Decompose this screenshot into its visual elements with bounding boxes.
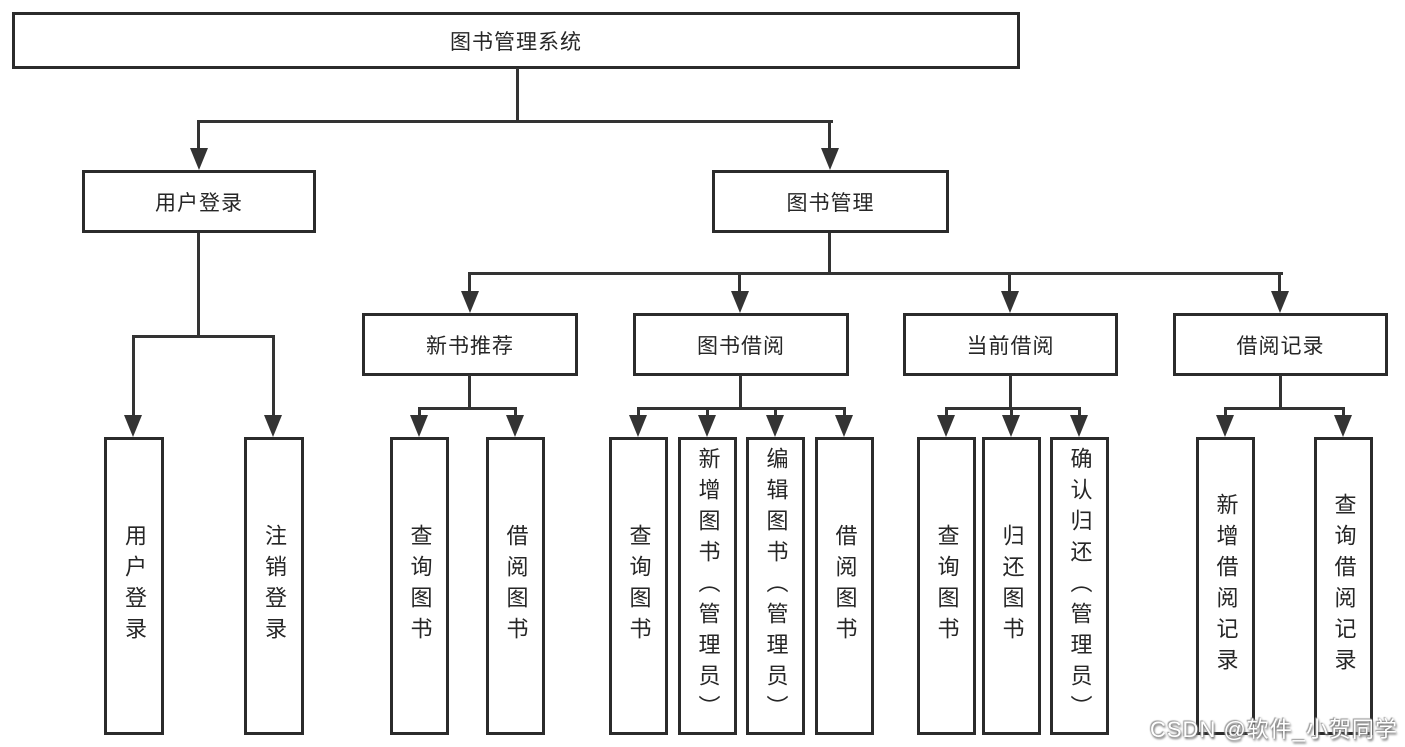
connector-line [468,375,471,407]
arrow-down-icon [190,148,208,170]
connector-line [1010,407,1013,417]
connector-line [132,335,275,338]
leaf-edit-book-admin: 编辑图书（管理员） [746,437,805,735]
connector-line [1224,407,1227,417]
connector-line [706,407,709,417]
connector-line [637,407,845,410]
connector-line [197,233,200,335]
arrow-down-icon [731,291,749,313]
arrow-down-icon [698,415,716,437]
leaf-borrow-books-recommend: 借阅图书 [486,437,545,735]
leaf-query-books-current: 查询图书 [917,437,976,735]
arrow-down-icon [821,148,839,170]
leaf-query-books-borrowing: 查询图书 [609,437,668,735]
leaf-return-books: 归还图书 [982,437,1041,735]
node-library-system: 图书管理系统 [12,12,1020,69]
connector-line [197,120,200,150]
arrow-down-icon [835,415,853,437]
leaf-add-borrow-record: 新增借阅记录 [1196,437,1255,735]
leaf-logout: 注销登录 [244,437,304,735]
leaf-query-books-recommend: 查询图书 [390,437,449,735]
connector-line [738,272,741,293]
node-new-book-recommend: 新书推荐 [362,313,578,376]
connector-line [843,407,846,417]
arrow-down-icon [1002,415,1020,437]
watermark: CSDN @软件_小贺同学 [1150,717,1399,742]
connector-line [516,68,519,120]
arrow-down-icon [264,415,282,437]
connector-line [1078,407,1081,417]
connector-line [1008,272,1011,293]
node-user-login: 用户登录 [82,170,316,233]
arrow-down-icon [1271,291,1289,313]
connector-line [637,407,640,417]
arrow-down-icon [937,415,955,437]
connector-line [1278,272,1281,293]
node-current-borrowing: 当前借阅 [903,313,1118,376]
leaf-confirm-return-admin: 确认归还（管理员） [1050,437,1109,735]
connector-line [132,335,135,417]
connector-line [1009,375,1012,407]
leaf-add-book-admin: 新增图书（管理员） [678,437,737,735]
connector-line [828,120,831,150]
arrow-down-icon [1001,291,1019,313]
connector-line [774,407,777,417]
arrow-down-icon [410,415,428,437]
connector-line [514,407,517,417]
connector-line [418,407,421,417]
arrow-down-icon [1334,415,1352,437]
node-borrowing-records: 借阅记录 [1173,313,1388,376]
connector-line [828,233,831,272]
arrow-down-icon [766,415,784,437]
connector-line [1279,375,1282,407]
arrow-down-icon [506,415,524,437]
connector-line [197,120,833,123]
connector-line [1342,407,1345,417]
arrow-down-icon [1216,415,1234,437]
connector-line [945,407,948,417]
leaf-query-borrow-record: 查询借阅记录 [1314,437,1373,735]
connector-line [468,272,471,293]
arrow-down-icon [1070,415,1088,437]
connector-line [739,375,742,407]
node-book-borrowing: 图书借阅 [633,313,849,376]
node-book-management: 图书管理 [712,170,949,233]
connector-line [1224,407,1344,410]
arrow-down-icon [124,415,142,437]
connector-line [469,272,1283,275]
connector-line [418,407,517,410]
arrow-down-icon [629,415,647,437]
connector-line [272,335,275,417]
arrow-down-icon [461,291,479,313]
leaf-borrow-books-borrowing: 借阅图书 [815,437,874,735]
leaf-user-login: 用户登录 [104,437,164,735]
